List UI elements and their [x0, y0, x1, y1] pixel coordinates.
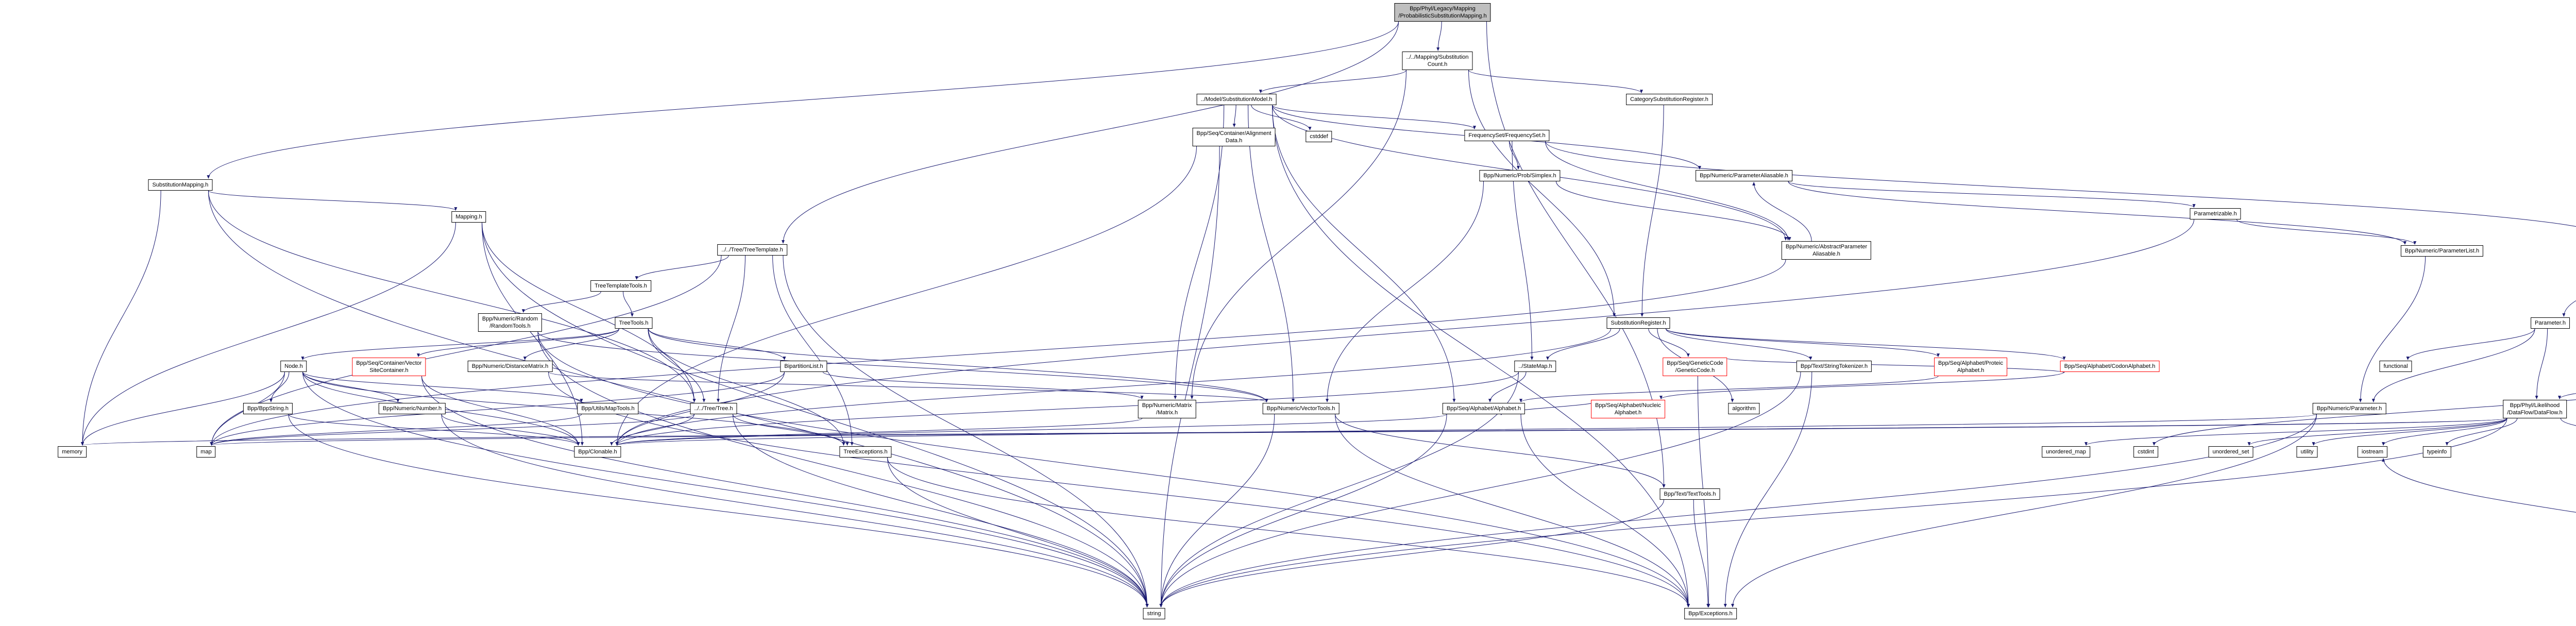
graph-node-stringtokenizer[interactable]: Bpp/Text/StringTokenizer.h [1796, 361, 1872, 372]
graph-node-bppstring[interactable]: Bpp/BppString.h [243, 403, 293, 414]
graph-node-geneticcode[interactable]: Bpp/Seq/GeneticCode /GeneticCode.h [1663, 358, 1727, 376]
graph-node-unordered_map: unordered_map [2042, 446, 2090, 458]
graph-node-dataflow[interactable]: Bpp/Phyl/Likelihood /DataFlow/DataFlow.h [2503, 400, 2567, 418]
graph-node-number[interactable]: Bpp/Numeric/Number.h [378, 403, 446, 414]
graph-node-numparamaliasable[interactable]: Bpp/Numeric/ParameterAliasable.h [1696, 170, 1792, 181]
graph-node-proteicalphabet[interactable]: Bpp/Seq/Alphabet/Proteic Alphabet.h [1934, 358, 2007, 376]
graph-node-bipartitionlist[interactable]: BipartitionList.h [780, 361, 827, 372]
graph-node-texttools[interactable]: Bpp/Text/TextTools.h [1659, 488, 1720, 500]
graph-node-maptools[interactable]: Bpp/Utils/MapTools.h [577, 403, 639, 414]
graph-node-aligndata[interactable]: Bpp/Seq/Container/Alignment Data.h [1192, 128, 1276, 146]
graph-node-unordered_set: unordered_set [2208, 446, 2253, 458]
graph-node-vectorsitecontainer[interactable]: Bpp/Seq/Container/Vector SiteContainer.h [352, 358, 426, 376]
graph-node-vectortools[interactable]: Bpp/Numeric/VectorTools.h [1262, 403, 1340, 414]
graph-node-bppnumparameter[interactable]: Bpp/Numeric/Parameter.h [2312, 403, 2386, 414]
graph-node-distancematrix[interactable]: Bpp/Numeric/DistanceMatrix.h [467, 361, 553, 372]
graph-node-iostream: iostream [2357, 446, 2388, 458]
graph-node-utility: utility [2296, 446, 2318, 458]
graph-node-simplex[interactable]: Bpp/Numeric/Prob/Simplex.h [1479, 170, 1561, 181]
graph-node-subcount[interactable]: ../../Mapping/Substitution Count.h [1402, 52, 1473, 70]
graph-node-submodel[interactable]: ../Model/SubstitutionModel.h [1196, 94, 1277, 105]
graph-node-treeexceptions[interactable]: TreeExceptions.h [839, 446, 892, 458]
graph-node-mapping[interactable]: Mapping.h [451, 211, 486, 223]
graph-node-memory: memory [58, 446, 87, 458]
graph-node-randomtools[interactable]: Bpp/Numeric/Random /RandomTools.h [478, 313, 543, 332]
graph-node-parametrizable[interactable]: Parametrizable.h [2190, 208, 2241, 219]
graph-node-treetools[interactable]: TreeTools.h [615, 317, 653, 329]
graph-node-subregister[interactable]: SubstitutionRegister.h [1606, 317, 1670, 329]
graph-node-map: map [196, 446, 216, 458]
graph-node-abstractparamaliasable[interactable]: Bpp/Numeric/AbstractParameter Aliasable.… [1781, 241, 1872, 260]
graph-node-alphabet[interactable]: Bpp/Seq/Alphabet/Alphabet.h [1442, 403, 1526, 414]
graph-node-catreg[interactable]: CategorySubstitutionRegister.h [1626, 94, 1713, 105]
graph-node-bppexceptions[interactable]: Bpp/Exceptions.h [1684, 608, 1737, 619]
graph-node-parameter[interactable]: Parameter.h [2531, 317, 2570, 329]
graph-node-functional: functional [2379, 361, 2412, 372]
graph-node-treetemplatetools[interactable]: TreeTemplateTools.h [590, 280, 651, 292]
graph-node-codonalphabet[interactable]: Bpp/Seq/Alphabet/CodonAlphabet.h [2060, 361, 2160, 372]
graph-node-submapping[interactable]: SubstitutionMapping.h [148, 179, 213, 191]
graph-node-root: Bpp/Phyl/Legacy/Mapping /ProbabilisticSu… [1394, 3, 1491, 22]
graph-node-statemap[interactable]: ../StateMap.h [1514, 361, 1556, 372]
graph-node-clonable[interactable]: Bpp/Clonable.h [574, 446, 621, 458]
graph-node-string: string [1143, 608, 1165, 619]
graph-node-nucleicalphabet[interactable]: Bpp/Seq/Alphabet/Nucleic Alphabet.h [1591, 400, 1665, 418]
graph-node-typeinfo: typeinfo [2422, 446, 2451, 458]
graph-node-cstdint: cstdint [2133, 446, 2158, 458]
graph-node-cstddef: cstddef [1306, 131, 1332, 142]
graph-node-parameterlist[interactable]: Bpp/Numeric/ParameterList.h [2400, 245, 2484, 257]
graph-node-algorithm: algorithm [1728, 403, 1760, 414]
graph-node-node[interactable]: Node.h [280, 361, 307, 372]
graph-node-freqset[interactable]: FrequencySet/FrequencySet.h [1464, 130, 1550, 141]
graph-node-tree[interactable]: ../../Tree/Tree.h [690, 403, 737, 414]
graph-node-treetemplate[interactable]: ../../Tree/TreeTemplate.h [717, 244, 787, 256]
graph-node-matrix[interactable]: Bpp/Numeric/Matrix /Matrix.h [1138, 400, 1196, 418]
